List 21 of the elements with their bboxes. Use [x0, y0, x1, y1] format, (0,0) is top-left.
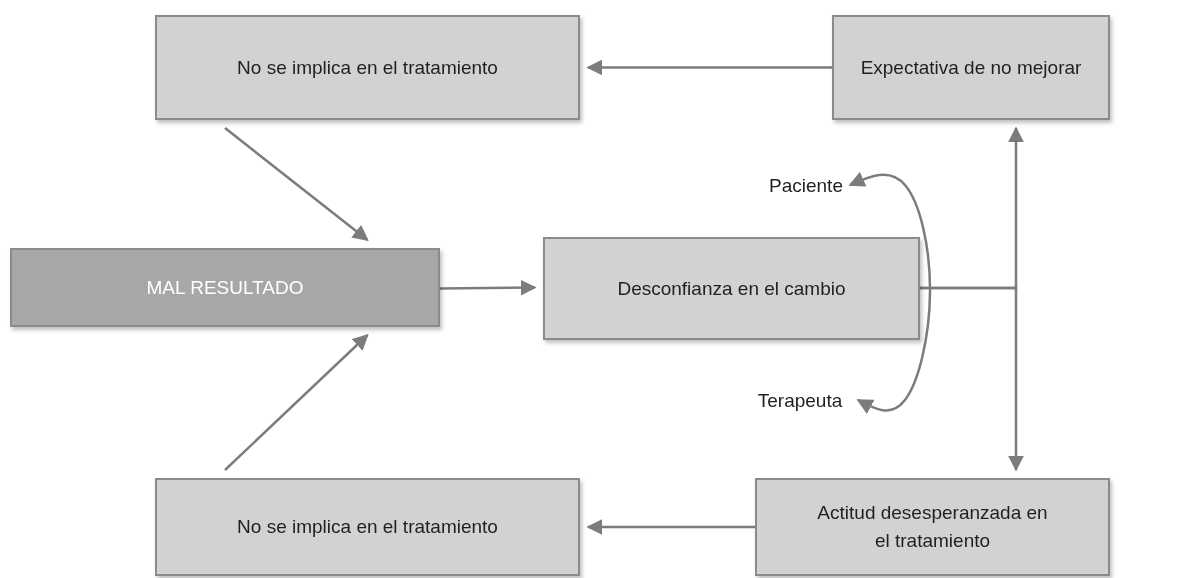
result-box	[10, 248, 440, 327]
arrow	[224, 127, 369, 241]
role-label: Terapeuta	[750, 387, 850, 415]
box-label: No se implica en el tratamiento	[237, 55, 498, 80]
box-label: MAL RESULTADO	[146, 275, 304, 300]
process-box	[543, 237, 920, 340]
process-box	[755, 478, 1110, 576]
process-box	[155, 478, 580, 576]
role-label: Paciente	[762, 172, 850, 200]
box-label: No se implica en el tratamiento	[237, 515, 498, 540]
arrow	[586, 59, 832, 76]
box-label: Expectativa de no mejorar	[860, 55, 1082, 80]
arrow	[920, 286, 1024, 472]
box-label: Desconfianza en el cambio	[617, 276, 846, 301]
arrow	[224, 333, 369, 471]
process-box	[155, 15, 580, 120]
box-label: Actitud desesperanzada en el tratamiento	[816, 501, 1049, 553]
process-box	[832, 15, 1110, 120]
curved-arrow	[848, 171, 932, 414]
arrow	[440, 279, 537, 296]
arrow	[586, 519, 755, 535]
